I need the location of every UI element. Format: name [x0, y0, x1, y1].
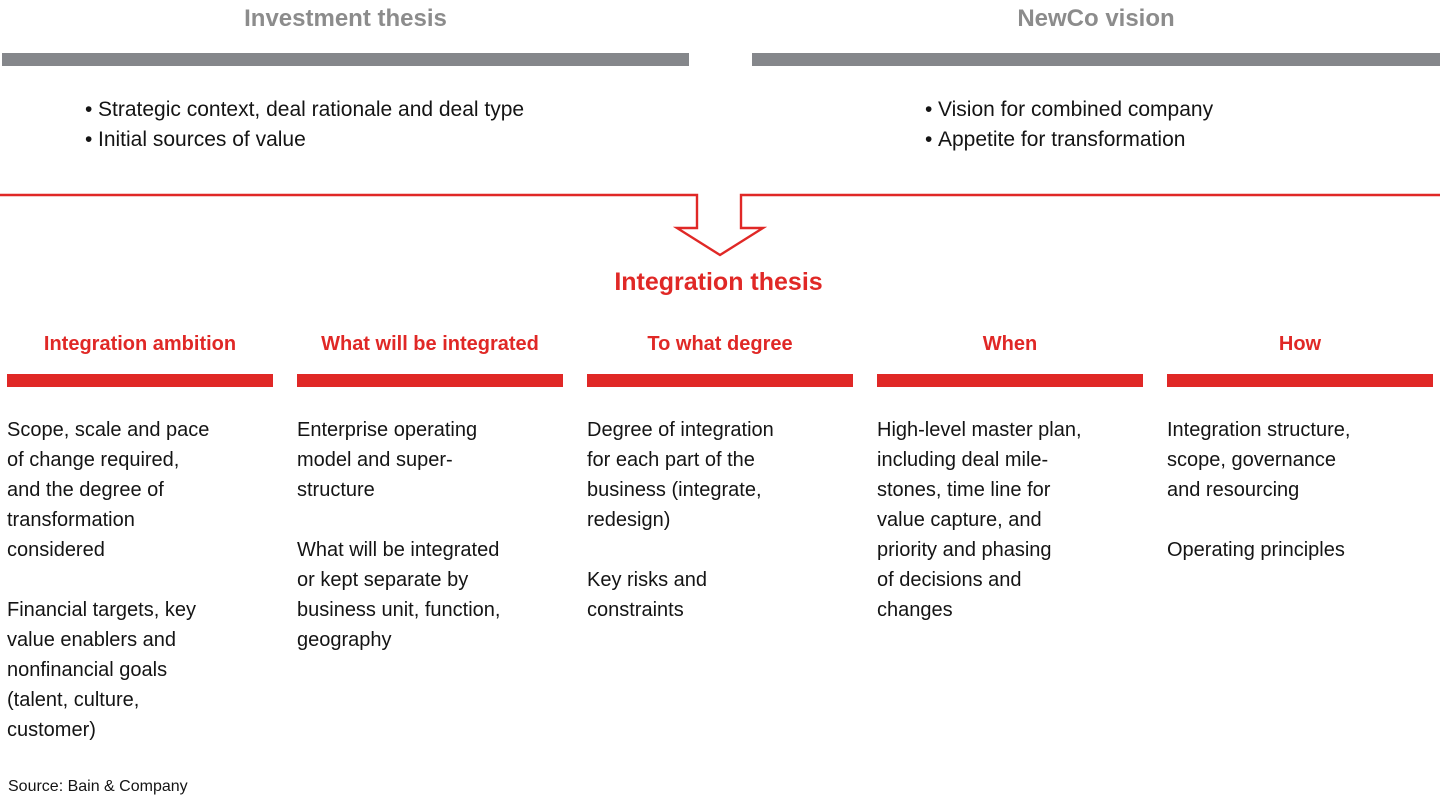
investment-thesis-bullets: • Strategic context, deal rationale and … — [2, 95, 689, 155]
column-to-what-degree: To what degree Degree of integration for… — [587, 331, 853, 745]
investment-thesis-bar — [2, 53, 689, 66]
bullet-text: Strategic context, deal rationale and de… — [98, 98, 525, 121]
column-body: Integration structure, scope, governance… — [1167, 415, 1433, 565]
investment-thesis-section: Investment thesis • Strategic context, d… — [2, 0, 689, 155]
column-paragraph: Enterprise operating model and super- st… — [297, 419, 478, 501]
newco-vision-bar — [752, 53, 1440, 66]
bullet-icon: • — [925, 128, 933, 151]
column-bar — [877, 374, 1143, 387]
column-paragraph: Key risks and constraints — [587, 569, 708, 621]
column-bar — [7, 374, 273, 387]
column-title: How — [1278, 333, 1322, 355]
column-integration-ambition: Integration ambition Scope, scale and pa… — [7, 331, 273, 745]
newco-vision-section: NewCo vision • Vision for combined compa… — [752, 0, 1440, 155]
list-item: • Appetite for transformation — [925, 125, 1440, 155]
newco-vision-bullets: • Vision for combined company • Appetite… — [752, 95, 1440, 155]
column-bar — [587, 374, 853, 387]
list-item: • Strategic context, deal rationale and … — [85, 95, 689, 125]
bullet-text: Vision for combined company — [938, 98, 1214, 121]
column-paragraph: Integration structure, scope, governance… — [1167, 419, 1351, 501]
list-item: • Initial sources of value — [85, 125, 689, 155]
column-paragraph: Operating principles — [1167, 539, 1345, 561]
list-item: • Vision for combined company — [925, 95, 1440, 125]
column-title: To what degree — [647, 333, 793, 355]
column-how: How Integration structure, scope, govern… — [1167, 331, 1433, 745]
column-paragraph: Degree of integration for each part of t… — [587, 419, 774, 531]
column-body: Degree of integration for each part of t… — [587, 415, 853, 625]
column-when: When High-level master plan, including d… — [877, 331, 1143, 745]
column-paragraph: Scope, scale and pace of change required… — [7, 419, 210, 561]
integration-thesis-title: Integration thesis — [614, 268, 823, 296]
bullet-text: Appetite for transformation — [938, 128, 1186, 151]
bullet-icon: • — [85, 98, 93, 121]
column-paragraph: What will be integrated or kept separate… — [297, 539, 501, 651]
bullet-text: Initial sources of value — [98, 128, 306, 151]
pillar-columns: Integration ambition Scope, scale and pa… — [7, 331, 1433, 745]
bullet-icon: • — [925, 98, 933, 121]
newco-vision-title: NewCo vision — [1017, 5, 1175, 32]
column-title: What will be integrated — [321, 333, 539, 355]
investment-thesis-title: Investment thesis — [244, 5, 447, 32]
column-title: Integration ambition — [43, 333, 237, 355]
column-title: When — [982, 333, 1038, 355]
column-body: High-level master plan, including deal m… — [877, 415, 1143, 625]
column-body: Scope, scale and pace of change required… — [7, 415, 273, 745]
column-paragraph: Financial targets, key value enablers an… — [7, 599, 196, 741]
column-body: Enterprise operating model and super- st… — [297, 415, 563, 655]
column-what-will-be-integrated: What will be integrated Enterprise opera… — [297, 331, 563, 745]
column-paragraph: High-level master plan, including deal m… — [877, 419, 1082, 621]
column-bar — [297, 374, 563, 387]
bullet-icon: • — [85, 128, 93, 151]
column-bar — [1167, 374, 1433, 387]
funnel-down-arrow-icon — [0, 193, 1440, 257]
source-note: Source: Bain & Company — [8, 778, 188, 795]
